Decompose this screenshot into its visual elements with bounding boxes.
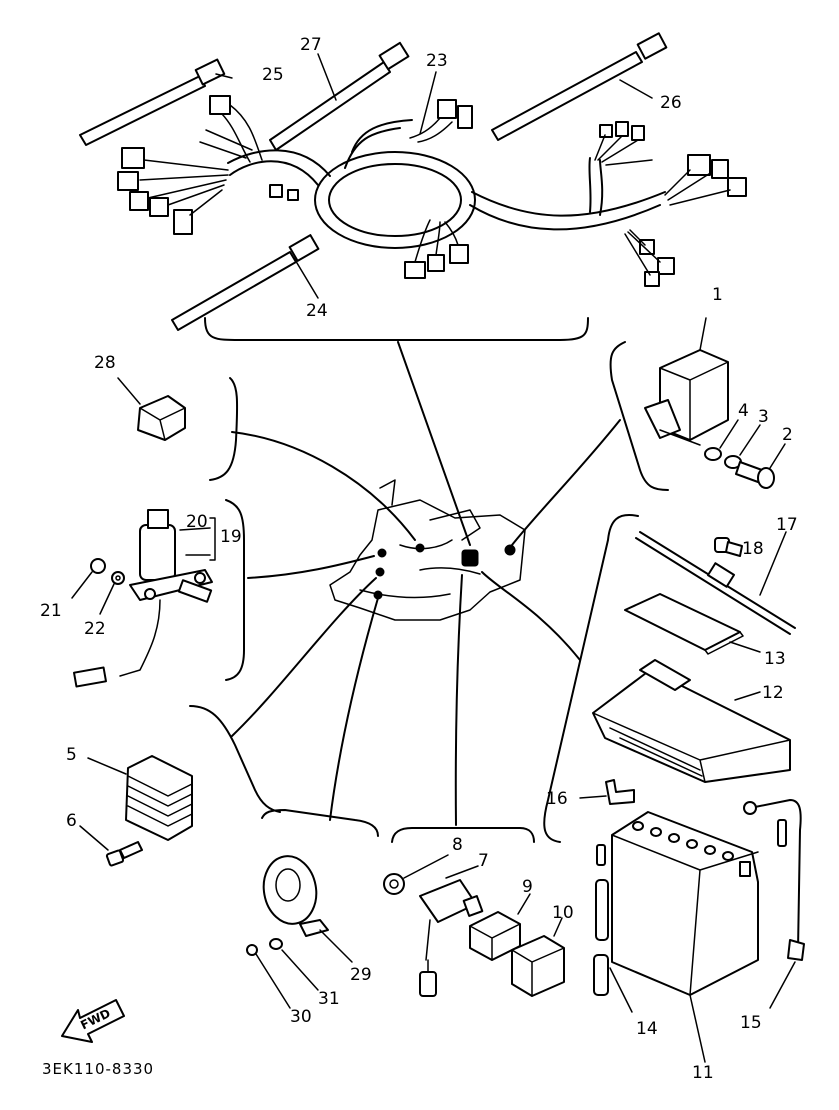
callout-22: 22: [84, 619, 106, 639]
callout-24: 24: [306, 301, 328, 321]
bracket-29: [261, 809, 379, 837]
part-22-washer: [99, 571, 125, 615]
bracket-19: [225, 499, 245, 681]
part-6-bolt: [79, 825, 143, 867]
callout-8: 8: [452, 835, 463, 855]
callout-29: 29: [350, 965, 372, 985]
callout-16: 16: [546, 789, 568, 809]
callout-labels: 1 2 3 4 5 6 7 8 9 10 11 12 13 14 15 16 1…: [40, 35, 798, 1083]
cable-tie-24: [171, 234, 320, 331]
cable-tie-26: [491, 32, 668, 141]
callout-30: 30: [290, 1007, 312, 1027]
part-10-relay: [511, 917, 565, 997]
part-4-washer: [704, 419, 739, 461]
callout-15: 15: [740, 1013, 762, 1033]
part-11-battery: [611, 811, 759, 1063]
callout-6: 6: [66, 811, 77, 831]
part-21-screw: [71, 558, 106, 599]
callout-12: 12: [762, 683, 784, 703]
callout-14: 14: [636, 1019, 658, 1039]
callout-1: 1: [712, 285, 723, 305]
callout-31: 31: [318, 989, 340, 1009]
wire-harness: [117, 95, 747, 287]
part-17-rod: [635, 531, 796, 635]
callout-20: 20: [186, 512, 208, 532]
callout-7: 7: [478, 851, 489, 871]
callout-3: 3: [758, 407, 769, 427]
callout-18: 18: [742, 539, 764, 559]
callout-27: 27: [300, 35, 322, 55]
cable-tie-25: [79, 58, 226, 146]
part-16-clamp: [579, 779, 635, 805]
part-13-pad: [624, 593, 761, 655]
harness-bracket: [204, 317, 589, 341]
callout-4: 4: [738, 401, 749, 421]
callout-10: 10: [552, 903, 574, 923]
part-31-washer: [269, 938, 319, 991]
part-19-sensor: [73, 509, 216, 688]
part-14-tube: [593, 844, 633, 1013]
part-15-cable: [743, 799, 805, 1009]
bracket-28: [209, 377, 239, 481]
fwd-arrow-icon: [61, 999, 125, 1043]
drawing-code: 3EK110-8330: [42, 1060, 154, 1078]
callout-11: 11: [692, 1063, 714, 1083]
part-18-bolt: [714, 537, 743, 557]
part-7-switch: [419, 865, 484, 997]
part-2-bolt: [735, 443, 786, 489]
part-28-relay: [117, 377, 186, 441]
part-1-unit: [644, 317, 729, 446]
callout-21: 21: [40, 601, 62, 621]
part-30-screw: [246, 944, 291, 1009]
bracket-1: [609, 341, 669, 491]
bracket-12: [543, 514, 639, 843]
callout-23: 23: [426, 51, 448, 71]
bracket-5: [189, 705, 281, 813]
motorcycle-frame: [231, 341, 621, 826]
callout-5: 5: [66, 745, 77, 765]
part-5-rectifier: [87, 755, 193, 841]
callout-28: 28: [94, 353, 116, 373]
callout-26: 26: [660, 93, 682, 113]
cable-tie-27: [269, 41, 410, 151]
callout-9: 9: [522, 877, 533, 897]
part-29-horn: [262, 855, 353, 963]
callout-2: 2: [782, 425, 793, 445]
label-leaders: [215, 53, 653, 299]
bracket-7: [391, 827, 535, 843]
callout-19: 19: [220, 527, 242, 547]
part-8-nut: [383, 854, 449, 895]
callout-25: 25: [262, 65, 284, 85]
callout-17: 17: [776, 515, 798, 535]
callout-13: 13: [764, 649, 786, 669]
part-12-cover: [592, 659, 791, 783]
